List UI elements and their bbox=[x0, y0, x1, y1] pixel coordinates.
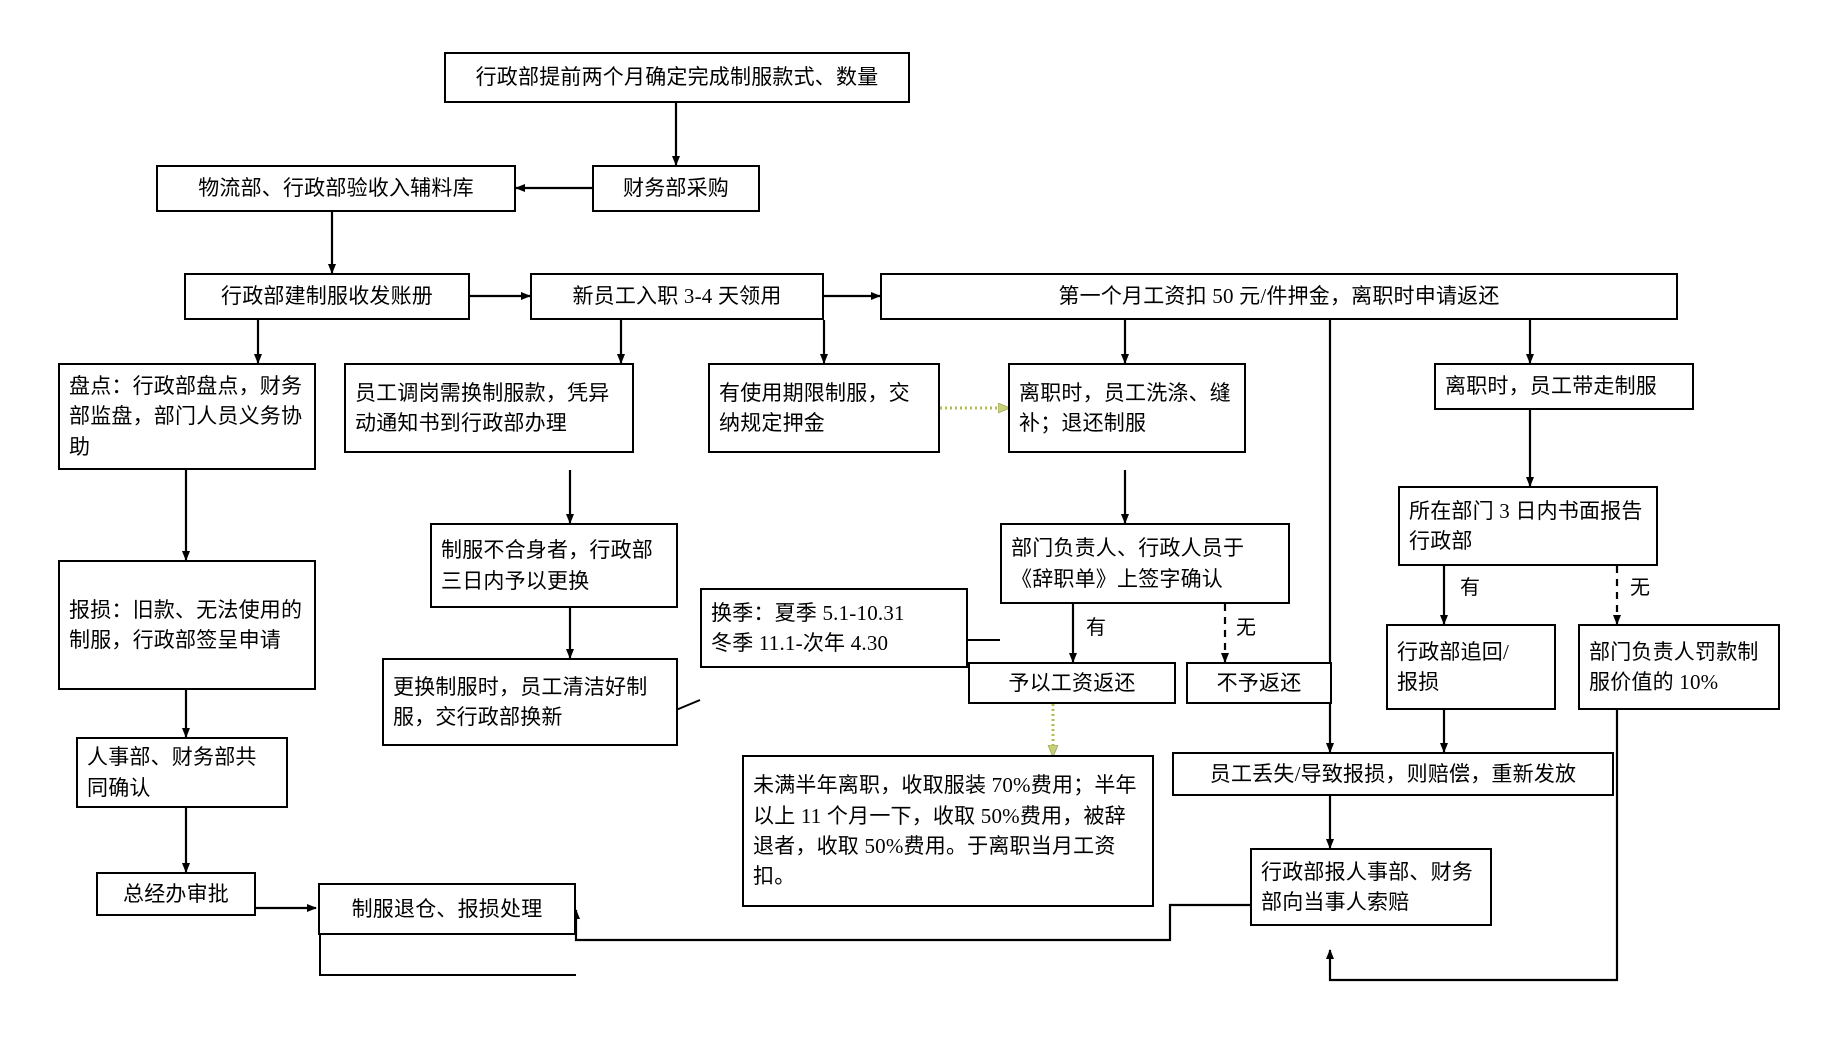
edge-label-have-2: 有 bbox=[1460, 577, 1480, 599]
node-scrap-report[interactable]: 报损：旧款、无法使用的制服，行政部签呈申请 bbox=[58, 560, 316, 690]
node-finance-purchase[interactable]: 财务部采购 bbox=[592, 165, 760, 212]
node-stocktake[interactable]: 盘点：行政部盘点，财务部监盘，部门人员义务协助 bbox=[58, 363, 316, 470]
node-deposit-policy[interactable]: 第一个月工资扣 50 元/件押金，离职时申请返还 bbox=[880, 273, 1678, 320]
node-resignation-signoff[interactable]: 部门负责人、行政人员于《辞职单》上签字确认 bbox=[1000, 523, 1290, 604]
edge-label-have-1: 有 bbox=[1086, 617, 1106, 639]
node-transfer-change[interactable]: 员工调岗需换制服款，凭异动通知书到行政部办理 bbox=[344, 363, 634, 453]
node-uniform-plan[interactable]: 行政部提前两个月确定完成制服款式、数量 bbox=[444, 52, 910, 103]
node-clean-before-exchange[interactable]: 更换制服时，员工清洁好制服，交行政部换新 bbox=[382, 658, 678, 746]
node-salary-refund[interactable]: 予以工资返还 bbox=[968, 662, 1176, 704]
node-claim-from-person[interactable]: 行政部报人事部、财务部向当事人索赔 bbox=[1250, 848, 1492, 926]
edge-label-none-1: 无 bbox=[1236, 617, 1256, 639]
node-limited-term-deposit[interactable]: 有使用期限制服，交纳规定押金 bbox=[708, 363, 940, 453]
node-resign-return-uniform[interactable]: 离职时，员工洗涤、缝补；退还制服 bbox=[1008, 363, 1246, 453]
edge-label-none-2: 无 bbox=[1630, 577, 1650, 599]
node-new-employee-issue[interactable]: 新员工入职 3-4 天领用 bbox=[530, 273, 824, 320]
node-logistics-receive[interactable]: 物流部、行政部验收入辅料库 bbox=[156, 165, 516, 212]
node-no-refund[interactable]: 不予返还 bbox=[1186, 662, 1332, 704]
node-resign-keep-uniform[interactable]: 离职时，员工带走制服 bbox=[1434, 363, 1694, 410]
node-hr-finance-confirm[interactable]: 人事部、财务部共同确认 bbox=[76, 737, 288, 808]
node-resign-fee-rules[interactable]: 未满半年离职，收取服装 70%费用；半年以上 11 个月一下，收取 50%费用，… bbox=[742, 755, 1154, 907]
node-manager-fine[interactable]: 部门负责人罚款制服价值的 10% bbox=[1578, 624, 1780, 710]
node-return-scrap-handling[interactable]: 制服退仓、报损处理 bbox=[318, 883, 576, 935]
node-admin-recover[interactable]: 行政部追回/ 报损 bbox=[1386, 624, 1556, 710]
node-misfit-replace[interactable]: 制服不合身者，行政部三日内予以更换 bbox=[430, 523, 678, 608]
node-dept-written-report[interactable]: 所在部门 3 日内书面报告行政部 bbox=[1398, 486, 1658, 566]
node-season-change[interactable]: 换季：夏季 5.1-10.31 冬季 11.1-次年 4.30 bbox=[700, 588, 968, 668]
node-gm-approval[interactable]: 总经办审批 bbox=[96, 872, 256, 916]
node-admin-ledger[interactable]: 行政部建制服收发账册 bbox=[184, 273, 470, 320]
node-loss-compensate[interactable]: 员工丢失/导致报损，则赔偿，重新发放 bbox=[1172, 752, 1614, 796]
